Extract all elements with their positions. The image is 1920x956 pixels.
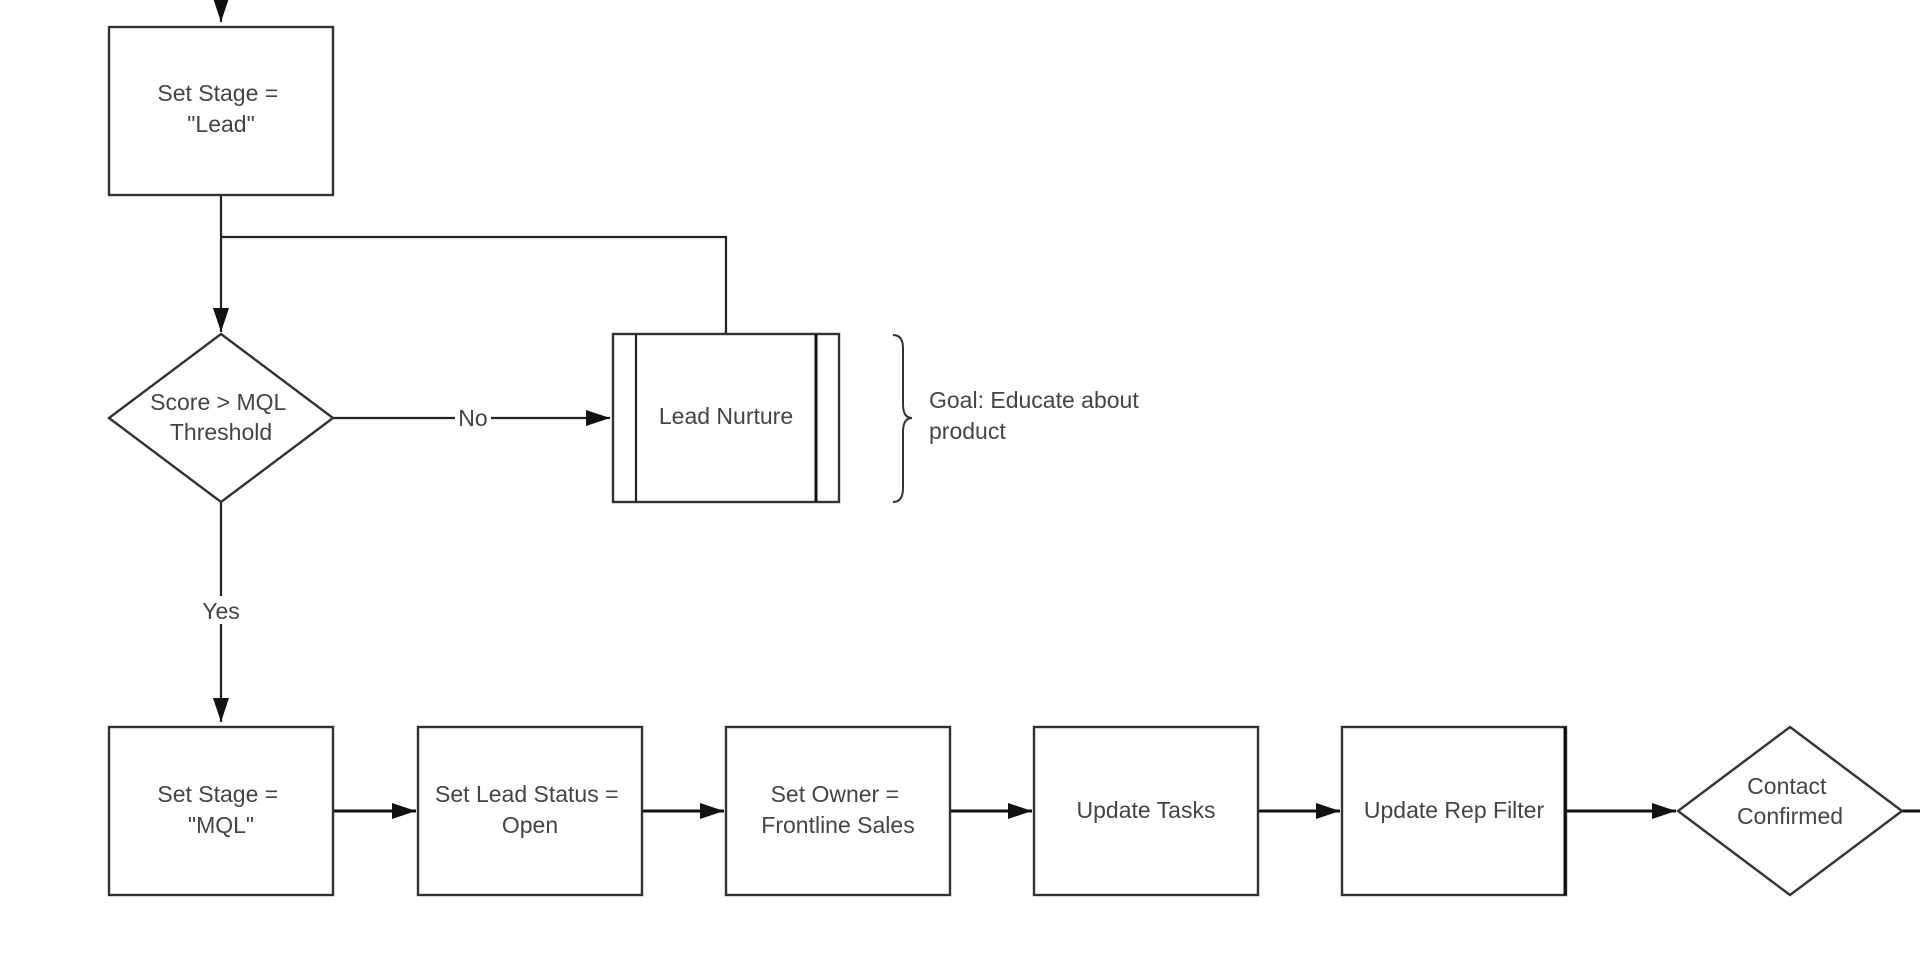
goal-note-line: product (929, 418, 1006, 444)
node-update-rep-filter[interactable]: Update Rep Filter (1340, 725, 1568, 897)
node-label-line: Lead Nurture (659, 403, 793, 429)
goal-note-line: Goal: Educate about (929, 387, 1139, 413)
node-label-line: Set Stage = (157, 80, 278, 106)
svg-text:Set Stage = "Lead": Set Stage = "Lead" (157, 80, 284, 137)
node-set-stage-mql[interactable]: Set Stage = "MQL" (107, 725, 335, 897)
node-set-owner[interactable]: Set Owner = Frontline Sales (724, 725, 952, 897)
curly-brace-icon (892, 334, 913, 503)
node-label-line: Set Owner = (771, 781, 899, 807)
node-lead-nurture[interactable]: Lead Nurture (611, 332, 841, 504)
node-label-line: Update Tasks (1077, 797, 1216, 823)
svg-text:Contact Confirmed: Contact Confirmed (1737, 773, 1843, 829)
node-label-line: Frontline Sales (761, 812, 914, 838)
node-set-stage-lead[interactable]: Set Stage = "Lead" (107, 25, 335, 197)
svg-text:Update Rep Filter: Update Rep Filter (1364, 797, 1545, 823)
node-set-lead-status[interactable]: Set Lead Status = Open (416, 725, 644, 897)
node-label-line: Threshold (170, 419, 272, 445)
node-label-line: "Lead" (187, 111, 255, 137)
node-update-tasks[interactable]: Update Tasks (1032, 725, 1260, 897)
edge-nurture-loop-back (221, 235, 728, 334)
svg-text:Set Owner = Frontline Sa: Set Owner = Frontline Sales (761, 781, 914, 838)
goal-annotation: Goal: Educate about product (892, 334, 1145, 503)
svg-text:Set Lead Status = Open: Set Lead Status = Open (435, 781, 625, 838)
edge-label-yes: Yes (202, 598, 240, 624)
node-contact-confirmed[interactable]: Contact Confirmed (1676, 725, 1904, 897)
svg-text:Set Stage = "MQL": Set Stage = "MQL" (157, 781, 284, 838)
svg-text:Update Tasks: Update Tasks (1077, 797, 1216, 823)
edge-decision-to-nurture: No (333, 404, 610, 432)
svg-text:Score > MQL Threshold: Score > MQL Threshold (150, 389, 292, 445)
node-label-line: Set Stage = (157, 781, 278, 807)
svg-text:Goal: Educate about prod: Goal: Educate about product (929, 387, 1145, 444)
node-label-line: Set Lead Status = (435, 781, 619, 807)
node-label-line: Score > MQL (150, 389, 286, 415)
edge-label-no: No (458, 405, 487, 431)
node-label-line: "MQL" (188, 812, 254, 838)
node-label-line: Open (502, 812, 558, 838)
edge-decision-to-mql: Yes (198, 502, 244, 722)
node-label-line: Update Rep Filter (1364, 797, 1545, 823)
node-label-line: Contact (1747, 773, 1827, 799)
node-score-decision[interactable]: Score > MQL Threshold (107, 332, 335, 504)
node-label-line: Confirmed (1737, 803, 1843, 829)
svg-text:Lead Nurture: Lead Nurture (659, 403, 793, 429)
